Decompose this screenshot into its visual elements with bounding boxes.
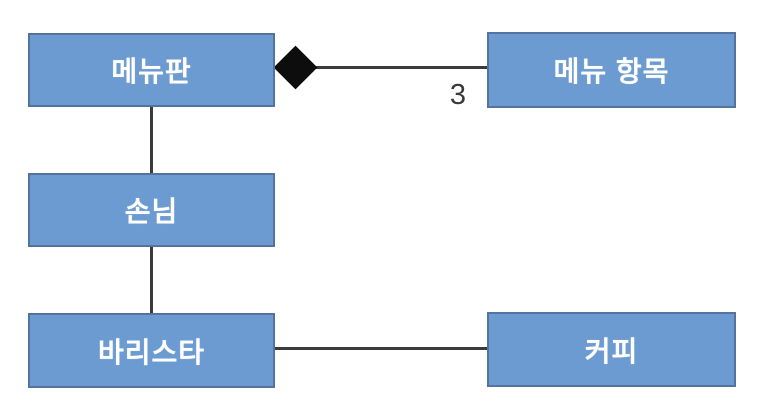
- connector-menu-board-customer: [150, 107, 153, 173]
- node-menu-board: 메뉴판: [28, 33, 275, 107]
- node-menu-item: 메뉴 항목: [487, 32, 736, 108]
- node-coffee: 커피: [487, 312, 736, 387]
- node-coffee-label: 커피: [584, 335, 639, 367]
- connector-menu-board-menu-item: [275, 66, 487, 69]
- node-menu-item-label: 메뉴 항목: [553, 56, 670, 87]
- node-barista: 바리스타: [28, 313, 275, 388]
- connector-customer-barista: [150, 247, 153, 313]
- node-menu-board-label: 메뉴판: [111, 56, 192, 87]
- multiplicity-label: 3: [449, 79, 467, 111]
- composition-diamond-icon: [273, 45, 318, 90]
- connector-barista-coffee: [275, 347, 487, 350]
- node-customer-label: 손님: [124, 196, 179, 227]
- node-barista-label: 바리스타: [97, 336, 206, 368]
- node-customer: 손님: [28, 173, 275, 247]
